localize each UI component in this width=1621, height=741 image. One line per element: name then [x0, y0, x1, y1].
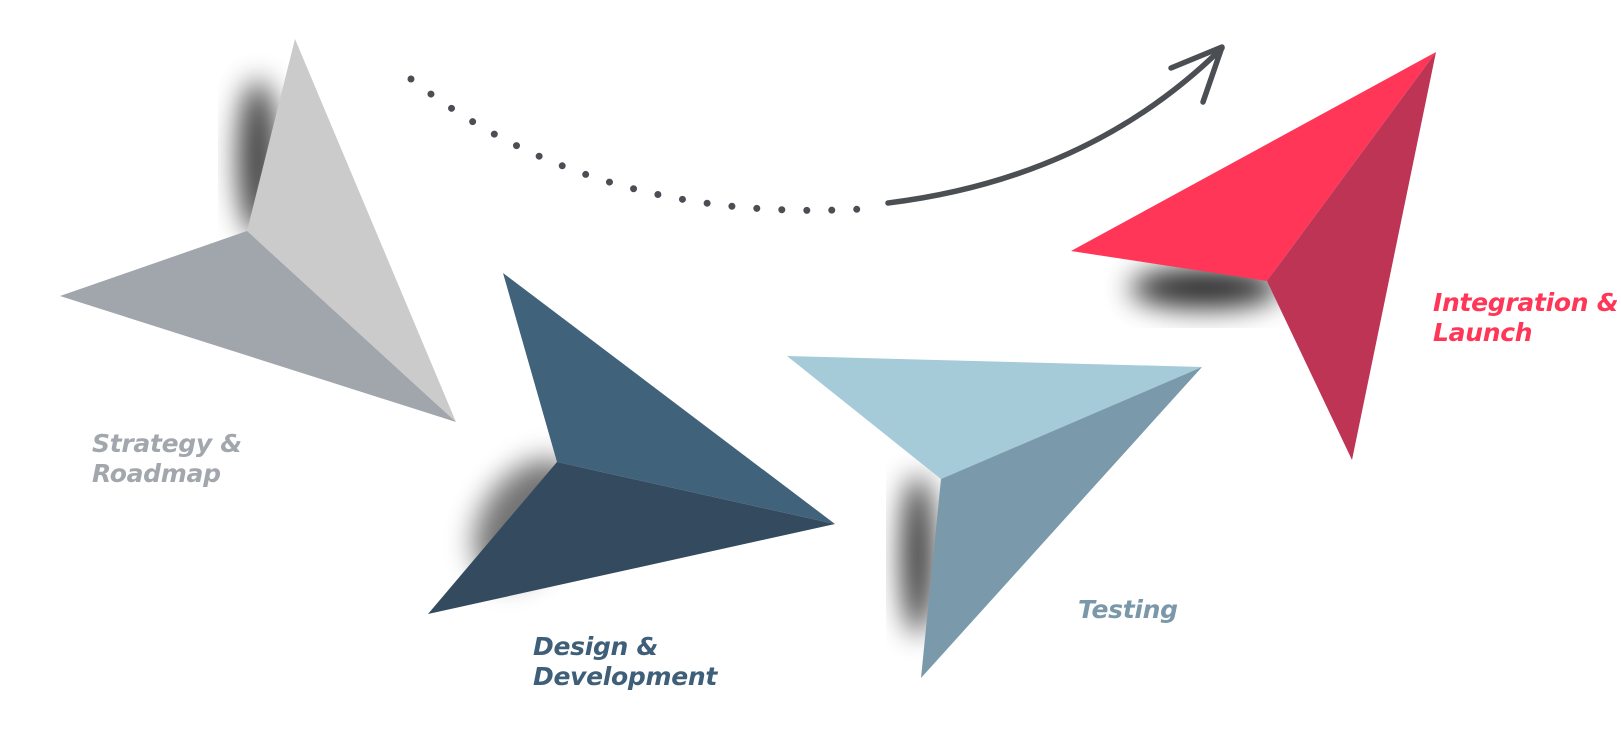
arrow-head-icon	[1168, 44, 1225, 105]
plane-strategy	[60, 39, 456, 422]
arrow-solid-segment	[885, 45, 1225, 206]
label-design-development: Design & Development	[533, 632, 717, 692]
plane-testing	[787, 356, 1202, 678]
plane-face-light	[1071, 52, 1436, 281]
plane-face-dark	[428, 462, 835, 614]
label-line: Launch	[1433, 318, 1533, 347]
plane-face-dark	[921, 367, 1202, 678]
plane-face-dark	[1267, 52, 1436, 460]
label-line: Design &	[533, 632, 658, 661]
plane-design	[428, 273, 835, 614]
label-integration-launch: Integration & Launch	[1433, 288, 1619, 348]
plane-face-light	[787, 356, 1202, 479]
label-strategy-roadmap: Strategy & Roadmap	[92, 429, 242, 489]
label-line: Integration &	[1433, 288, 1619, 317]
label-line: Strategy &	[92, 429, 242, 458]
plane-shadow	[1130, 268, 1280, 308]
plane-face-light	[247, 39, 456, 422]
label-testing: Testing	[1078, 595, 1178, 625]
label-line: Development	[533, 662, 718, 691]
plane-face-light	[503, 273, 835, 524]
plane-shadow	[902, 475, 934, 635]
arrow-dotted-segment	[407, 75, 882, 214]
plane-face-dark	[60, 231, 456, 422]
progress-arrow	[407, 44, 1225, 214]
plane-launch	[1071, 52, 1436, 460]
label-line: Roadmap	[92, 459, 221, 488]
label-line: Testing	[1078, 595, 1178, 624]
